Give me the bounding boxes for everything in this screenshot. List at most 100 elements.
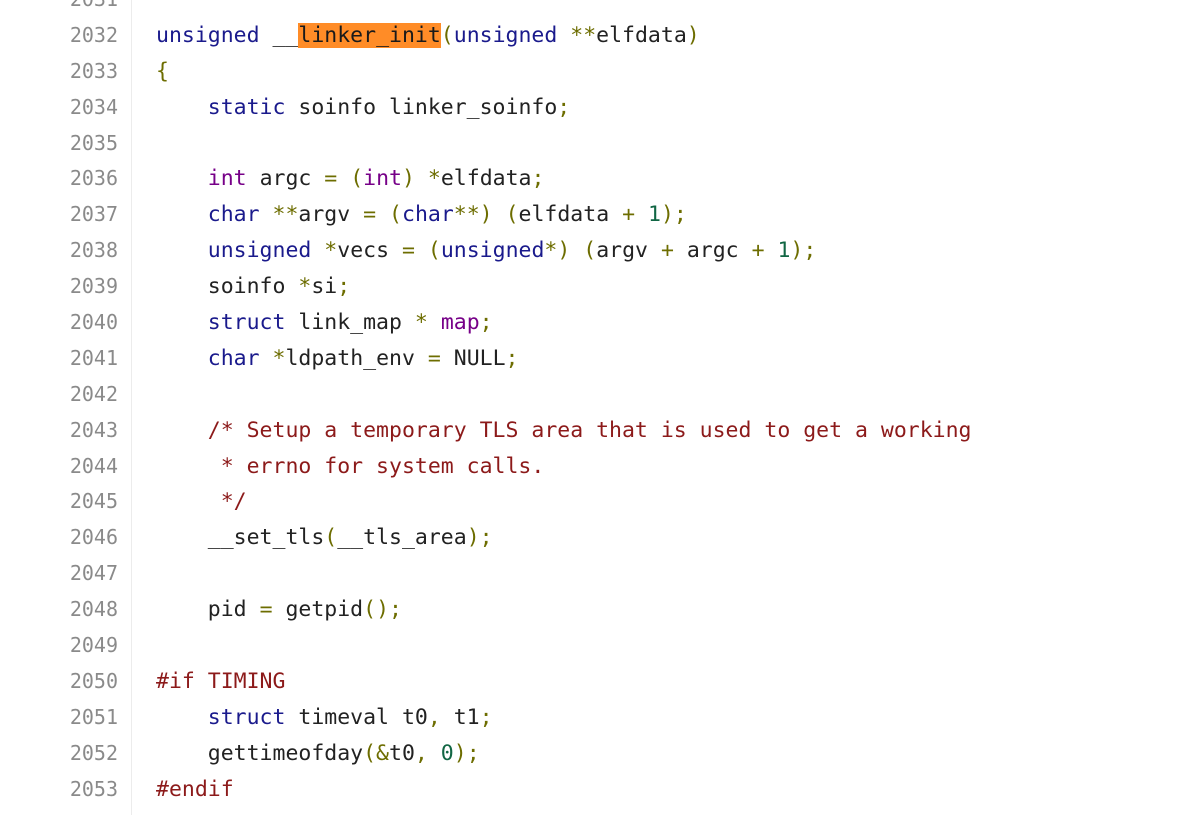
- code-token: +: [751, 238, 765, 264]
- code-token: */: [156, 489, 247, 515]
- code-token: =: [324, 166, 338, 192]
- line-number: 2031: [0, 0, 118, 18]
- code-token: argv: [596, 238, 661, 264]
- code-token: [311, 238, 324, 263]
- code-text: struct timeval t0, t1;: [156, 700, 493, 736]
- code-token: (: [389, 202, 402, 228]
- code-token: struct: [207, 310, 286, 336]
- line-number: 2040: [69, 310, 118, 335]
- code-token: [428, 741, 441, 766]
- code-line: 2036 int argc = (int) *elfdata;: [0, 161, 1200, 197]
- code-text: {: [156, 54, 169, 90]
- code-token: int: [207, 166, 247, 192]
- code-token: ): [479, 202, 493, 228]
- code-token: (: [440, 22, 454, 48]
- code-token: (: [324, 525, 338, 551]
- code-token: {: [156, 58, 169, 84]
- code-token: );: [466, 525, 493, 551]
- code-token: [260, 202, 273, 227]
- code-text: static soinfo linker_soinfo;: [156, 90, 570, 126]
- code-token: ,: [414, 740, 428, 766]
- code-text: pid = getpid();: [156, 592, 402, 628]
- code-token: *: [324, 238, 338, 264]
- code-line: 2033 {: [0, 54, 1200, 90]
- code-token: 1: [648, 202, 661, 228]
- code-token: __tls_area: [337, 525, 467, 551]
- code-token: [156, 310, 208, 335]
- code-token: ;: [557, 94, 571, 120]
- code-token: elfdata: [596, 22, 687, 48]
- line-number: 2033: [69, 58, 118, 83]
- code-line: 2035: [0, 126, 1200, 162]
- code-token: * errno for system calls.: [156, 453, 545, 479]
- code-token: [376, 202, 389, 227]
- code-token: (: [427, 238, 441, 264]
- line-number: 2047: [69, 561, 118, 586]
- line-number: 2050: [69, 668, 118, 693]
- line-number: 2034: [69, 94, 118, 119]
- code-token: unsigned: [156, 22, 260, 48]
- code-token: [765, 238, 778, 263]
- code-token: (: [350, 166, 364, 192]
- code-line: 2051 struct timeval t0, t1;: [0, 700, 1200, 736]
- code-line: 2050#if TIMING: [0, 664, 1200, 700]
- code-text: char *ldpath_env = NULL;: [156, 341, 519, 377]
- code-token: [156, 95, 208, 120]
- line-number: 2046: [69, 525, 118, 550]
- code-line: 2053 #endif: [0, 772, 1200, 808]
- code-line: 2043 /* Setup a temporary TLS area that …: [0, 413, 1200, 449]
- code-token: [337, 166, 350, 191]
- code-token: ,: [427, 704, 441, 730]
- line-number: 2042: [69, 381, 118, 406]
- code-token: [156, 418, 208, 443]
- line-number: 2053: [69, 776, 118, 801]
- code-text: #endif: [156, 772, 234, 808]
- code-token: =: [427, 345, 441, 371]
- code-text: */: [156, 484, 247, 520]
- code-token: [156, 346, 208, 371]
- search-highlight: linker_init: [298, 22, 441, 48]
- code-token: vecs: [337, 238, 402, 264]
- line-number: 2035: [69, 130, 118, 155]
- code-token: 0: [440, 740, 454, 766]
- code-token: ;: [479, 704, 493, 730]
- code-token: [415, 238, 428, 263]
- code-token: =: [363, 202, 377, 228]
- code-text: int argc = (int) *elfdata;: [156, 161, 545, 197]
- code-token: [156, 238, 208, 263]
- code-token: =: [259, 597, 273, 623]
- code-line: 2042: [0, 377, 1200, 413]
- code-line: 2041 char *ldpath_env = NULL;: [0, 341, 1200, 377]
- code-text: __set_tls(__tls_area);: [156, 520, 493, 556]
- code-token: );: [453, 740, 480, 766]
- code-token: ;: [337, 274, 351, 300]
- code-text: gettimeofday(&t0, 0);: [156, 736, 480, 772]
- line-number: 2039: [69, 274, 118, 299]
- line-number: 2041: [69, 345, 118, 370]
- line-number: 2045: [69, 489, 118, 514]
- code-token: struct: [207, 704, 286, 730]
- code-token: ): [402, 166, 415, 192]
- line-number: 2048: [69, 597, 118, 622]
- code-token: [557, 23, 570, 48]
- code-token: NULL: [440, 345, 506, 371]
- code-token: *: [414, 310, 428, 336]
- code-token: link_map: [285, 310, 415, 336]
- line-number: 2051: [69, 704, 118, 729]
- code-token: char: [207, 202, 260, 228]
- code-line: 2044 * errno for system calls.: [0, 449, 1200, 485]
- code-line: 2052 gettimeofday(&t0, 0);: [0, 736, 1200, 772]
- code-line: 2031: [0, 0, 1200, 18]
- code-token: unsigned: [207, 238, 312, 264]
- code-token: (: [505, 202, 519, 228]
- code-token: soinfo linker_soinfo: [285, 94, 558, 120]
- line-number: 2038: [69, 238, 118, 263]
- code-line: 2039 soinfo *si;: [0, 269, 1200, 305]
- code-token: *: [272, 345, 286, 371]
- code-token: 1: [777, 238, 791, 264]
- code-token: unsigned: [440, 238, 545, 264]
- code-token: [156, 202, 208, 227]
